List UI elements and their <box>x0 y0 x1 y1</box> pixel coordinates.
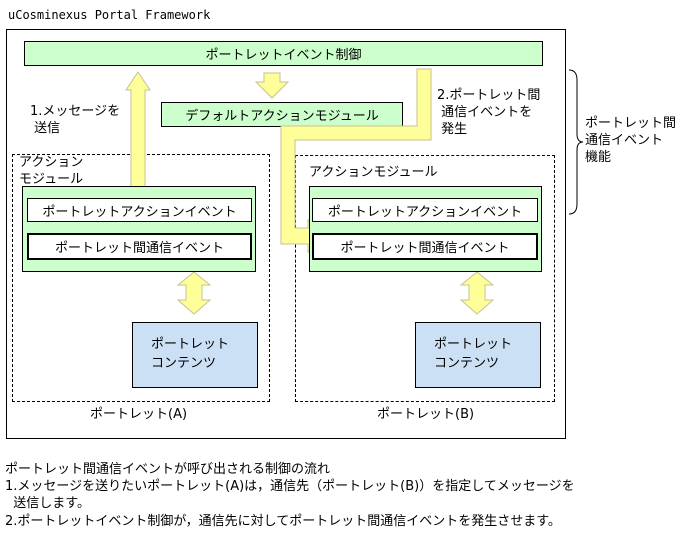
caption-line-2: 2.ポートレットイベント制御が，通信先に対してポートレット間通信イベントを発生さ… <box>5 514 561 529</box>
portlet-b-action-module-label: アクションモジュール <box>309 165 438 180</box>
portlet-a-comm-event: ポートレット間通信イベント <box>27 233 252 260</box>
default-module-arrow <box>254 72 290 99</box>
portlet-b-contents: ポートレット コンテンツ <box>415 322 541 388</box>
portlet-b-name: ポートレット(B) <box>377 407 475 422</box>
framework-box <box>6 29 566 439</box>
event-control-box: ポートレットイベント制御 <box>24 41 543 66</box>
caption-line-1-cont: 送信します。 <box>5 496 90 511</box>
step1-label: 1.メッセージを 送信 <box>30 104 121 136</box>
brace-label: ポートレット間 通信イベント 機能 <box>585 116 677 165</box>
portlet-b-comm-event: ポートレット間通信イベント <box>312 233 538 260</box>
right-brace <box>568 69 584 215</box>
caption-title: ポートレット間通信イベントが呼び出される制御の流れ <box>5 462 331 477</box>
send-message-arrow <box>125 71 151 189</box>
portlet-a-name: ポートレット(A) <box>90 407 188 422</box>
portlet-a-action-module-label: アクション モジュール <box>19 155 84 187</box>
portlet-b-action-event: ポートレットアクションイベント <box>312 198 538 222</box>
framework-title: uCosminexus Portal Framework <box>8 8 211 22</box>
portlet-a-action-event: ポートレットアクションイベント <box>27 198 252 222</box>
caption-line-1: 1.メッセージを送りたいポートレット(A)は，通信先（ポートレット(B)）を指定… <box>5 479 575 494</box>
step2-label: 2.ポートレット間 通信イベントを 発生 <box>437 88 541 137</box>
double-arrow-b <box>459 271 495 315</box>
double-arrow-a <box>176 271 212 315</box>
portlet-b-area <box>295 155 555 402</box>
portlet-a-contents: ポートレット コンテンツ <box>132 322 258 388</box>
